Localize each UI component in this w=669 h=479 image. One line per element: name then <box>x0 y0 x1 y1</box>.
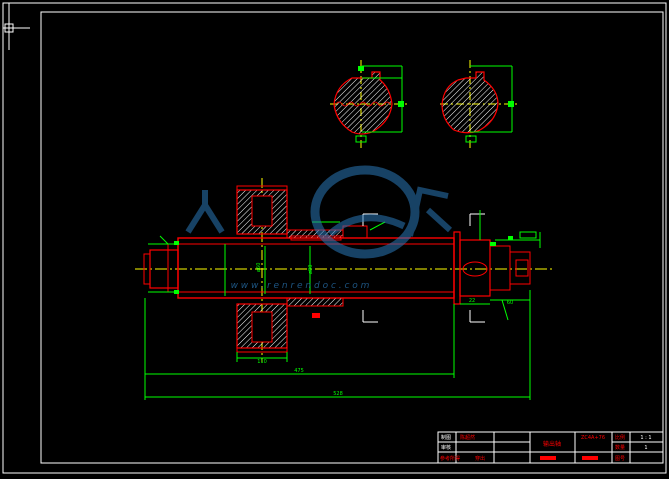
title-block-number-label: 图号 <box>615 456 625 462</box>
title-block-ref-label: 参考所得 <box>440 455 460 462</box>
title-block-drawn-by-label: 制图 <box>441 434 451 441</box>
title-block-red-mark-2 <box>582 456 598 460</box>
title-block-ref-value: 穿出 <box>475 455 485 462</box>
dim-text-475: 475 <box>294 368 304 374</box>
dimension-arrowheads <box>174 231 537 294</box>
title-block-code: ZC4A+76 <box>581 435 605 441</box>
crosshair-icon <box>3 3 30 50</box>
sheet-border <box>2 2 667 474</box>
dimension-lines <box>144 210 541 400</box>
section-view-right[interactable] <box>440 60 520 148</box>
title-block-scale-label: 比例 <box>615 434 625 441</box>
title-block-qty-value: 1 <box>644 445 647 451</box>
title-block-scale-value: 1 : 1 <box>640 435 651 441</box>
dim-text-60: 60 <box>507 300 513 306</box>
dim-text-110: 110 <box>257 359 267 365</box>
dim-text-dia60: ø60 <box>256 263 262 272</box>
title-block-part-name: 输出轴 <box>543 440 561 448</box>
title-block[interactable] <box>437 431 664 464</box>
dim-text-528: 528 <box>333 391 343 397</box>
watermark-url: w w w . r e n r e n d o c . c o m <box>231 281 370 291</box>
title-block-qty-label: 数量 <box>615 444 625 451</box>
section-view-left[interactable] <box>330 60 410 148</box>
shaft-assembly-view[interactable] <box>135 178 552 362</box>
title-block-checked-label: 审核 <box>441 444 451 451</box>
dim-text-22: 22 <box>469 298 475 304</box>
dim-text-dia80: ø80 <box>308 265 314 274</box>
drawing-frame <box>40 11 664 464</box>
title-block-drawn-by-value: 陈超然 <box>460 434 475 441</box>
title-block-red-mark-1 <box>540 456 556 460</box>
watermark <box>185 165 453 259</box>
